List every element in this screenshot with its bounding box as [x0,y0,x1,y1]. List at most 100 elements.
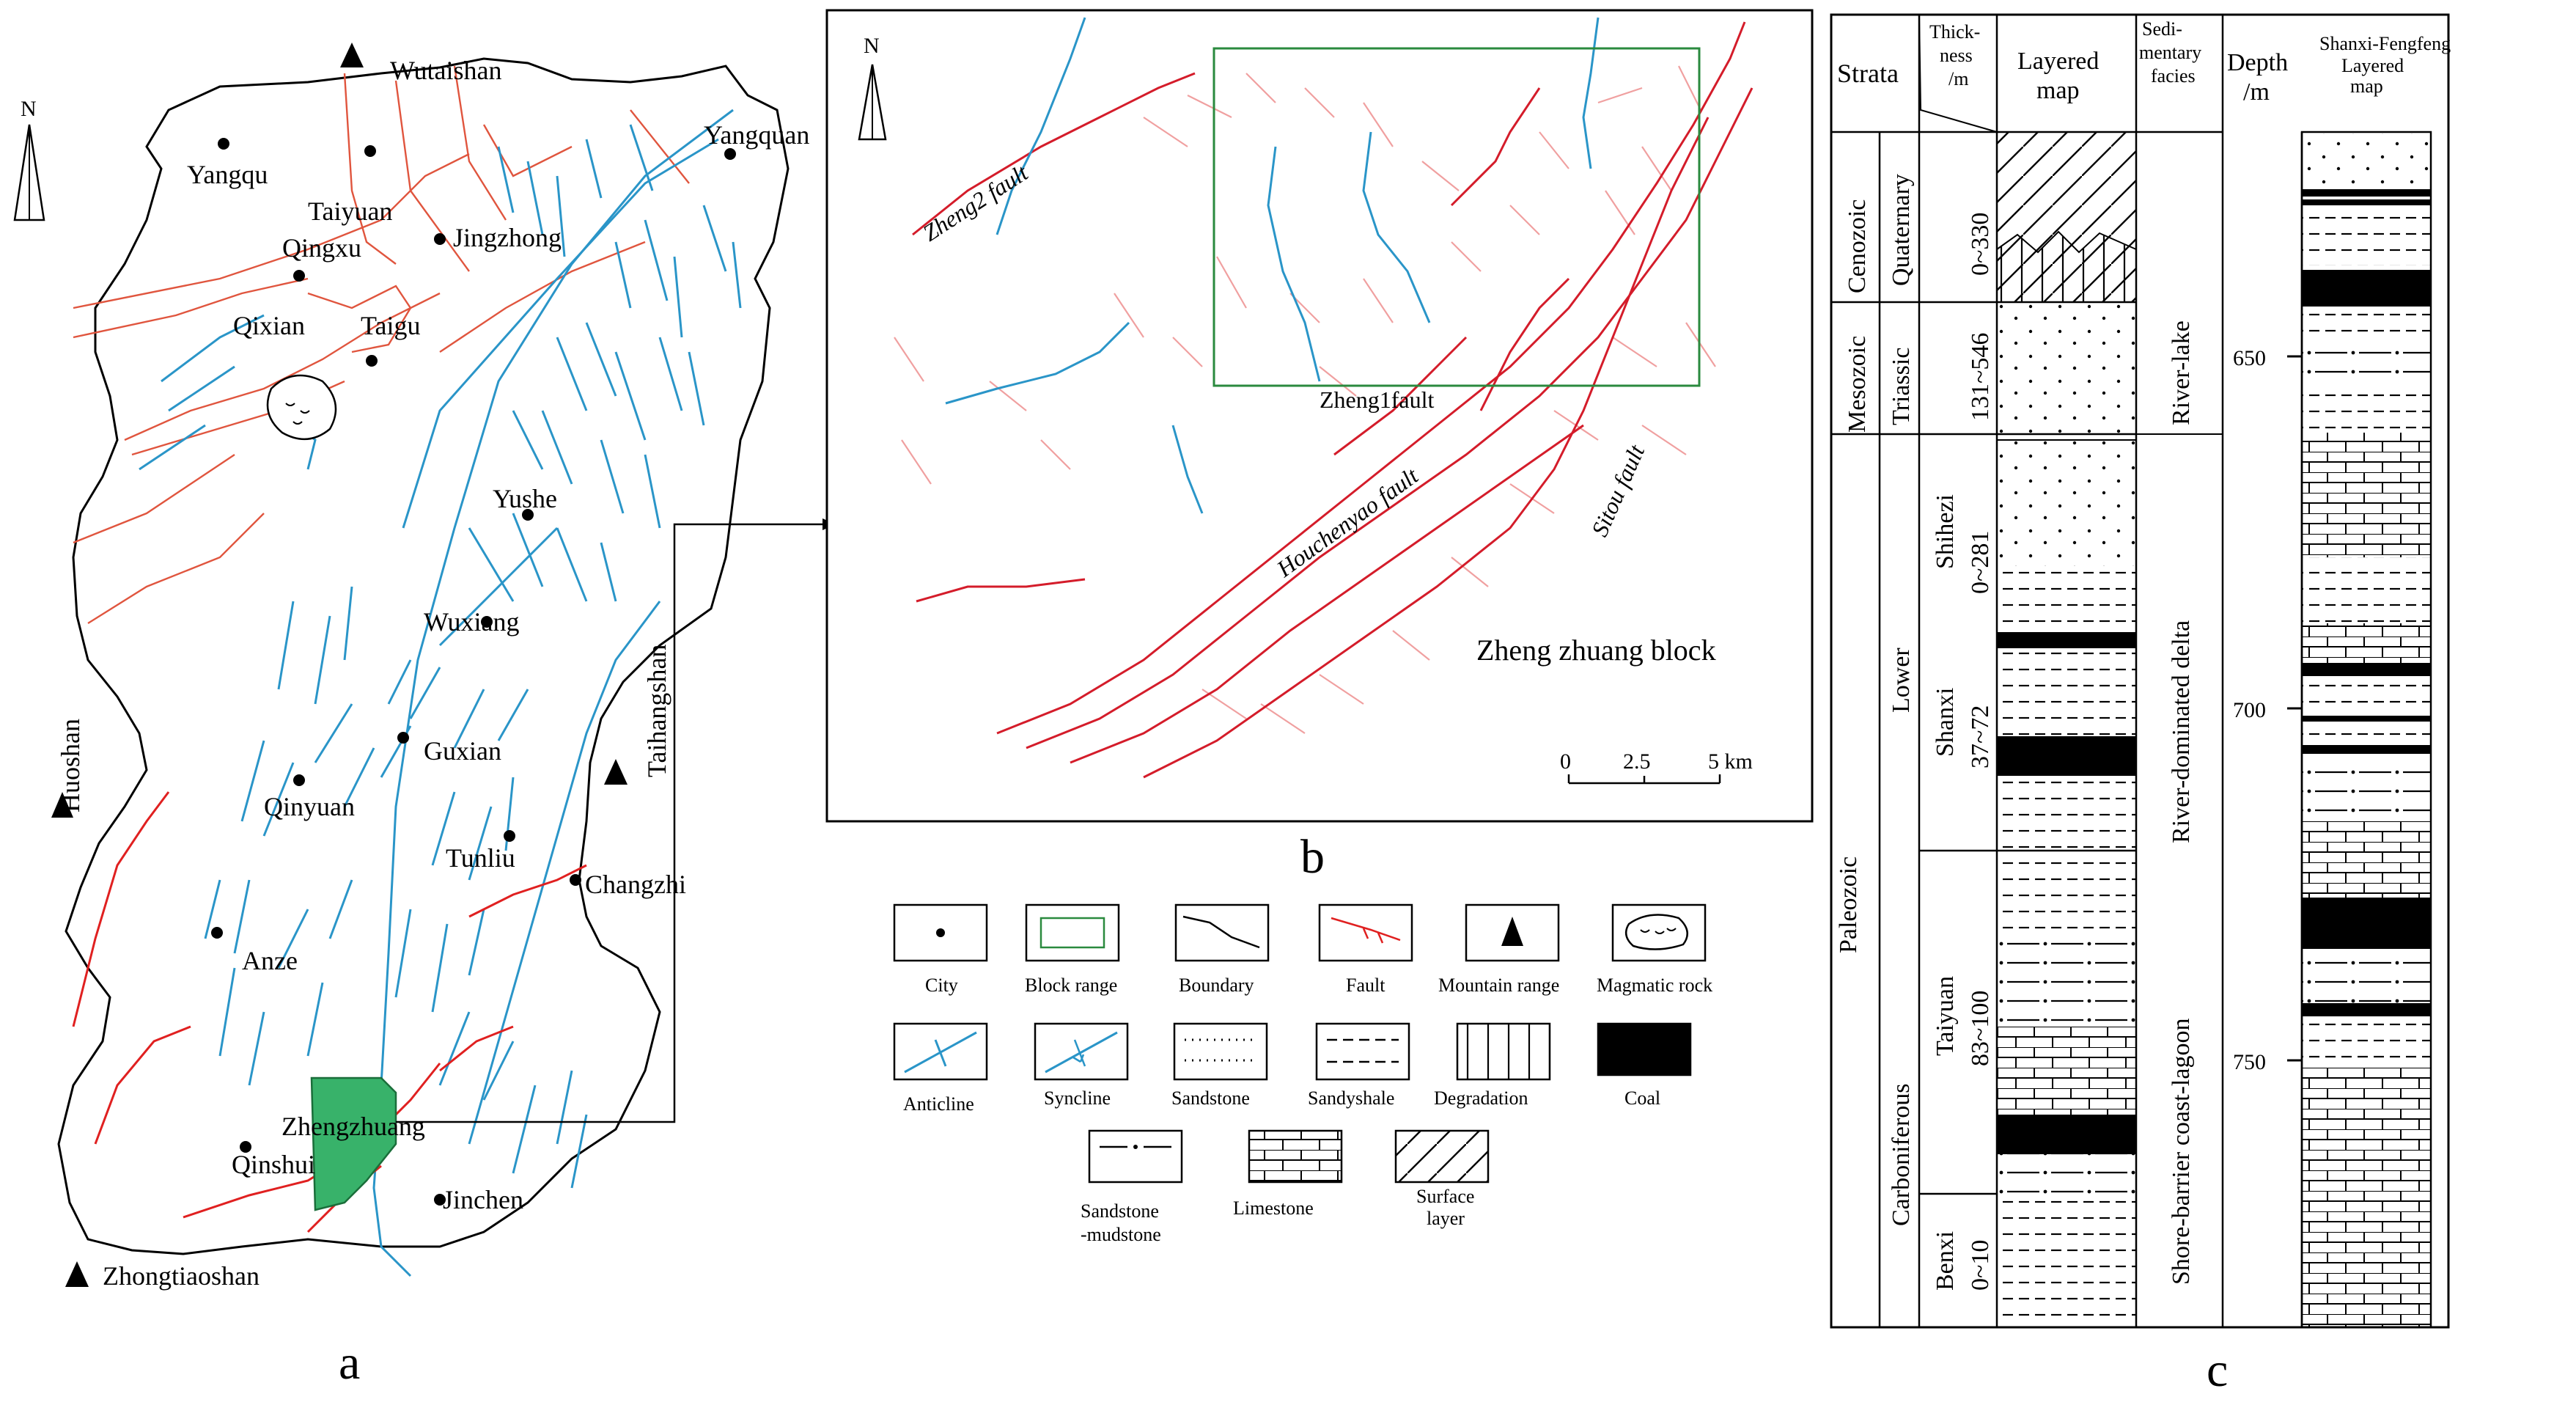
legend-magmatic-rock: Magmatic rock [1597,903,1712,996]
faults-a [73,65,690,625]
scale-label-2-5: 2.5 [1623,749,1651,774]
period-lower: Lower [1888,648,1915,713]
legend-city: City [893,903,988,996]
panel-b-block-map: N [825,9,1814,884]
header-depth-1: Depth [2227,49,2288,76]
legend-label-boundary: Boundary [1179,975,1254,996]
legend-label-sandstone: Sandstone [1171,1087,1250,1109]
zhengzhuang-block [310,1076,397,1211]
magmatic-rock-a [266,374,337,441]
north-label-a: N [21,97,37,121]
caption-b: b [1300,830,1325,884]
legend-sandstone-mudstone: Sandstone -mudstone [1081,1129,1183,1245]
city-dots-a [211,138,736,1206]
thickness-taiyuan: 83~100 [1967,991,1994,1066]
city-label-yangquan: Yangquan [704,120,809,150]
city-label-qinyuan: Qinyuan [264,792,355,821]
city-label-jingzhong: Jingzhong [453,223,562,252]
legend: City Block range Boundary Fault Mountain… [893,903,1712,1245]
legend-label-sandyshale: Sandyshale [1308,1087,1394,1109]
header-facies-2: mentary [2139,42,2201,63]
depth-650: 650 [2233,346,2266,370]
city-label-qingxu: Qingxu [282,233,361,263]
period-triassic: Triassic [1888,348,1915,425]
city-label-taiyuan: Taiyuan [308,197,392,226]
header-fengfeng-3: map [2350,76,2383,97]
city-label-qixian: Qixian [233,311,305,340]
sitou-fault [1143,117,1710,779]
legend-anticline: Anticline [893,1022,988,1115]
legend-mountain-range: Mountain range [1438,903,1559,996]
formation-shihezi: Shihezi [1932,494,1959,569]
header-facies-1: Sedi- [2142,18,2182,40]
mountain-label-taihangshan: Taihangshan [642,645,671,777]
city-label-anze: Anze [242,946,298,975]
header-fengfeng-1: Shanxi-Fengfeng [2319,33,2451,54]
legend-label-sandstone-mudstone-1: Sandstone [1081,1200,1159,1222]
depth-700: 700 [2233,698,2266,722]
city-label-yangqu: Yangqu [187,160,268,189]
header-thickness-1: Thick- [1929,21,1980,43]
facies-shore-barrier: Shore-barrier coast-lagoon [2168,1019,2195,1285]
legend-label-surface-1: Surface [1416,1186,1474,1207]
legend-label-block-range: Block range [1025,975,1117,996]
depth-axis [2287,132,2303,1327]
city-label-taigu: Taigu [361,311,420,340]
header-layered-1: Layered [2017,48,2099,75]
formation-benxi: Benxi [1932,1231,1959,1291]
zheng2-fault [912,72,1196,236]
scale-label-0: 0 [1560,749,1571,774]
city-label-changzhi: Changzhi [585,870,686,899]
legend-coal: Coal [1597,1022,1692,1109]
scale-label-5km: 5 km [1708,749,1753,774]
city-label-jinchen: Jinchen [443,1185,523,1214]
city-label-guxian: Guxian [424,736,501,766]
legend-label-fault: Fault [1346,975,1385,996]
header-depth-2: /m [2243,78,2270,106]
fengfeng-column [2300,131,2432,1329]
fault-label-zheng1: Zheng1fault [1320,386,1435,413]
layered-map-column [1996,132,2137,1327]
faults-b [912,21,1753,779]
legend-fault: Fault [1318,903,1413,996]
thickness-shihezi: 0~281 [1967,531,1994,594]
caption-c: c [2207,1343,2228,1397]
scale-bar-b: 0 2.5 5 km [1560,749,1753,785]
period-quaternary: Quaternary [1888,174,1915,286]
legend-sandstone: Sandstone [1171,1022,1268,1109]
city-label-tunliu: Tunliu [446,843,515,873]
connector-line [396,523,836,1123]
city-label-zhengzhuang: Zhengzhuang [281,1112,425,1141]
legend-label-anticline: Anticline [903,1093,974,1115]
legend-label-surface-2: layer [1427,1208,1465,1229]
panel-a-regional-map: N Wutaishan Yangqu Taiyuan Jingzhong Qin… [13,43,836,1390]
era-mesozoic: Mesozoic [1844,336,1871,433]
legend-label-degradation: Degradation [1434,1087,1528,1109]
panel-c-frame [1830,13,2450,1329]
north-arrow-a: N [13,97,45,221]
panel-c-stratigraphic-column: 650 700 750 [1830,13,2451,1397]
legend-label-syncline: Syncline [1044,1087,1111,1109]
caption-a: a [339,1336,360,1390]
legend-limestone: Limestone [1233,1129,1343,1219]
legend-label-limestone: Limestone [1233,1197,1314,1219]
north-arrow-b: N [858,34,887,141]
mountain-label-wutaishan: Wutaishan [390,56,502,85]
formation-shanxi: Shanxi [1932,688,1959,757]
legend-surface-layer: Surface layer [1394,1129,1490,1229]
header-fengfeng-2: Layered [2341,55,2404,76]
block-title: Zheng zhuang block [1476,634,1716,667]
folds-b [945,17,1600,514]
legend-label-sandstone-mudstone-2: -mudstone [1081,1224,1161,1245]
depth-750: 750 [2233,1050,2266,1074]
thickness-quaternary: 0~330 [1967,213,1994,276]
houchenyao-fault [996,21,1746,735]
city-label-yushe: Yushe [493,484,557,513]
legend-label-mountain-range: Mountain range [1438,975,1559,996]
legend-block-range: Block range [1025,903,1120,996]
thickness-triassic: 131~546 [1967,333,1994,421]
basin-boundary [57,57,790,1255]
thickness-benxi: 0~10 [1967,1240,1994,1291]
legend-label-magmatic-rock: Magmatic rock [1597,975,1712,996]
